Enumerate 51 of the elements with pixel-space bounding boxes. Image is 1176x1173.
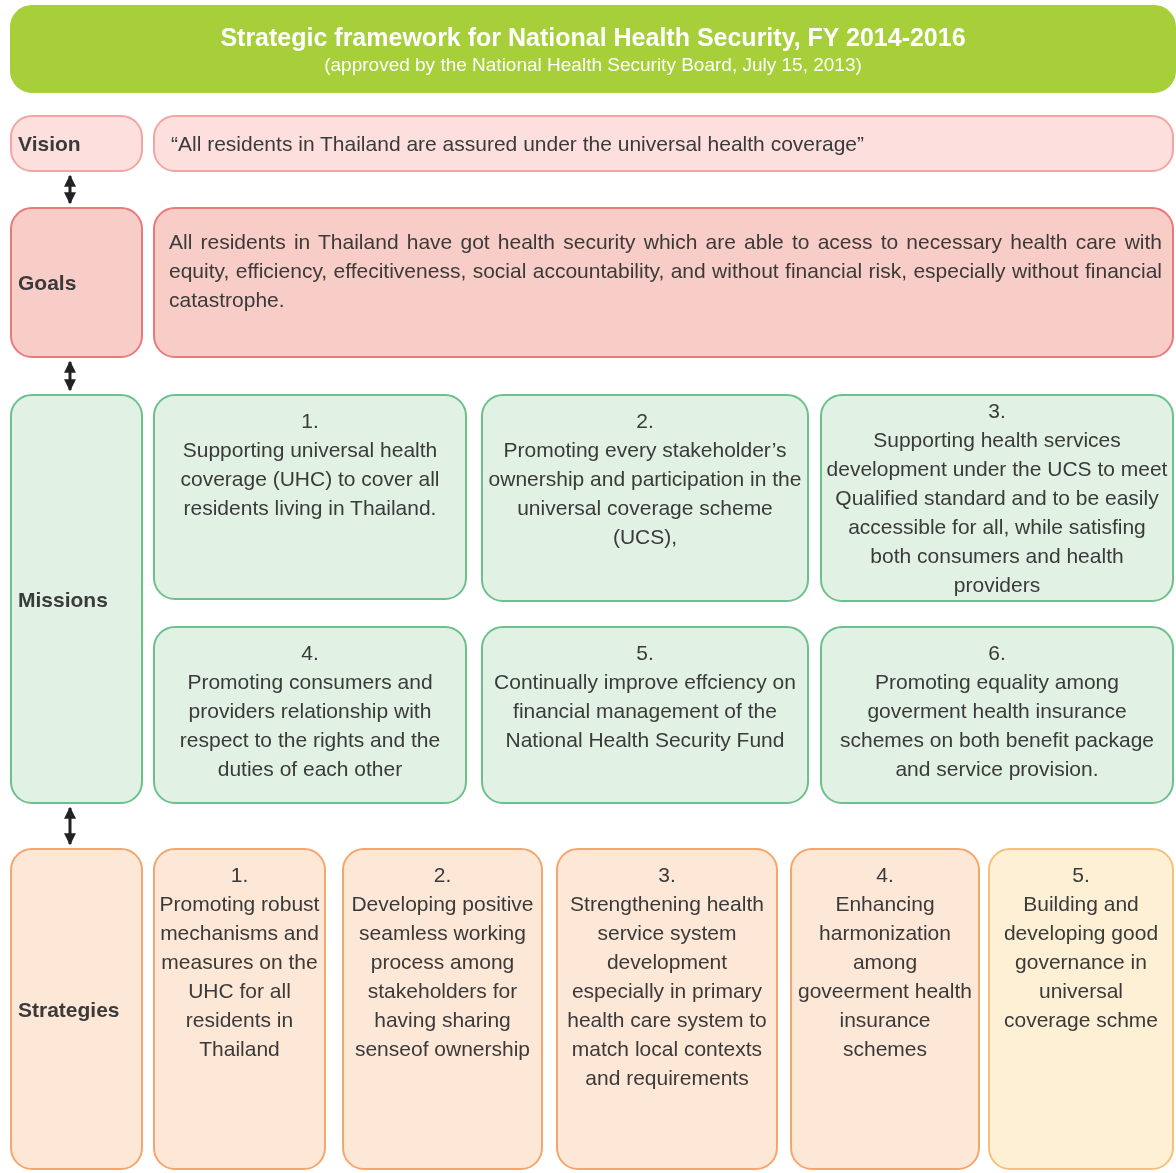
description: Promoting every stakeholder’s ownership and participation in the universal coverage scheme (UCS),: [487, 437, 803, 550]
item-number: 1.: [301, 408, 319, 434]
item-number: 3.: [658, 862, 676, 888]
row-label: Missions: [18, 586, 109, 613]
description: “All residents in Thailand are assured under the universal health coverage”: [171, 131, 865, 157]
row-label: Vision: [18, 131, 82, 157]
item-card: [556, 848, 778, 1170]
description: Developing positive seamless working process among stakeholders for having sharing senseof ownership: [350, 891, 535, 1062]
statement-box: [153, 115, 1174, 172]
item-card: [153, 394, 467, 600]
row-label-box: [10, 394, 143, 804]
row-label-box: [10, 115, 143, 172]
row-label-box: [10, 848, 143, 1170]
double-arrow: [64, 174, 76, 205]
description: Strengthening health service system development especially in primary health care system to match local contexts and requirements: [566, 891, 768, 1091]
item-number: 5.: [1072, 862, 1090, 888]
item-card: [820, 394, 1174, 602]
item-card: [820, 626, 1174, 804]
item-number: 3.: [988, 398, 1006, 424]
description: Promoting consumers and providers relationship with respect to the rights and the duties of each other: [178, 669, 442, 782]
item-card: [342, 848, 543, 1170]
title: Strategic framework for National Health Security, FY 2014-2016: [220, 22, 966, 53]
item-card: [153, 848, 326, 1170]
statement-box: [153, 207, 1174, 358]
description: Promoting equality among goverment health insurance schemes on both benefit package and service provision.: [838, 669, 1155, 782]
double-arrow: [64, 806, 76, 846]
double-arrow: [64, 360, 76, 392]
item-number: 4.: [301, 640, 319, 666]
row-label-box: [10, 207, 143, 358]
description: Supporting universal health coverage (UHC) to cover all residents living in Thailand.: [179, 437, 441, 521]
item-number: 2.: [636, 408, 654, 434]
item-card: [481, 626, 809, 804]
item-number: 5.: [636, 640, 654, 666]
item-number: 1.: [230, 862, 249, 888]
description: All residents in Thailand have got health security which are able to acess to necessary health care with equity, efficiency, effecitiveness, social accountability, and without financial risk, especially without financial catastrophe.: [169, 229, 1162, 313]
subtitle: (approved by the National Health Security Board, July 15, 2013): [324, 53, 862, 77]
item-number: 2.: [433, 862, 452, 888]
description: Enhancing harmonization among goveerment health insurance schemes: [797, 891, 973, 1062]
row-label: Strategies: [18, 996, 121, 1023]
item-number: 6.: [988, 640, 1006, 666]
title-banner: [10, 5, 1176, 93]
row-label: Goals: [18, 270, 78, 296]
item-card: [153, 626, 467, 804]
description: Promoting robust mechanisms and measures on the UHC for all residents in Thailand: [159, 891, 320, 1062]
item-card: [481, 394, 809, 602]
description: Continually improve effciency on financial management of the National Health Security Fund: [493, 669, 797, 753]
item-number: 4.: [876, 862, 894, 888]
item-card: [790, 848, 980, 1170]
item-card: [988, 848, 1174, 1170]
description: Supporting health services development under the UCS to meet Qualified standard and to be easily accessible for all, while satisfing both consumers and health providers: [826, 427, 1168, 598]
description: Building and developing good governance in universal coverage schme: [1002, 891, 1160, 1033]
